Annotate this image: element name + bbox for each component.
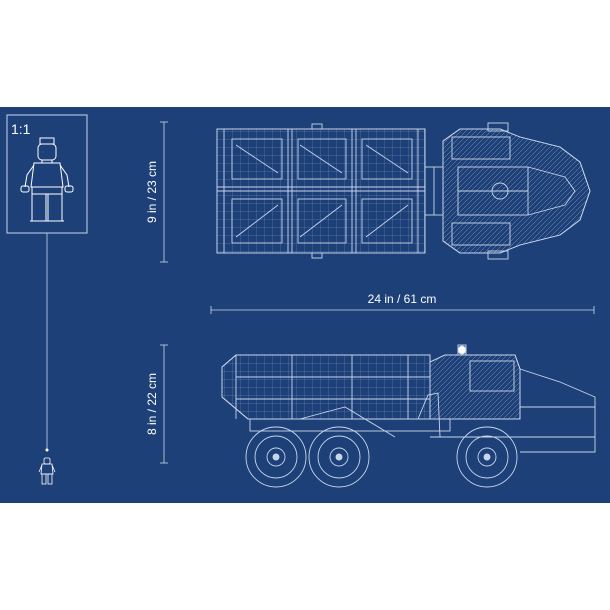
length-label: 24 in / 61 cm: [368, 292, 437, 306]
truck-top-view: [216, 122, 591, 260]
truck-side-view: [221, 344, 596, 453]
top-view-height-label: 9 in / 23 cm: [145, 161, 159, 223]
dimension-side-height: [160, 344, 168, 464]
scale-label: 1:1: [11, 121, 31, 137]
blueprint-drawing: 1:1 9 in / 23 cm: [6, 114, 596, 488]
blueprint-panel: 1:1 9 in / 23 cm: [0, 107, 610, 503]
dimension-length: [210, 306, 595, 314]
dimension-top-height: [160, 121, 168, 263]
wheel-rear-2: [308, 426, 370, 488]
wheel-front: [456, 426, 518, 488]
side-view-height-label: 8 in / 22 cm: [145, 373, 159, 435]
scale-figure-box: 1:1: [6, 114, 88, 452]
small-minifigure-icon: [38, 457, 56, 485]
minifigure-icon: [20, 137, 74, 222]
wheel-rear-1: [245, 426, 307, 488]
truck-wheels: [245, 426, 518, 488]
